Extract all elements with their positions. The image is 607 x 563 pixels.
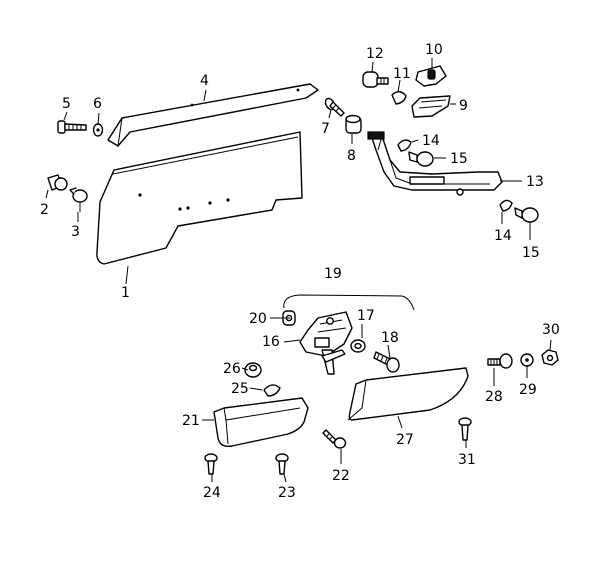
part-11-spacer xyxy=(391,91,407,105)
group-19-bracket xyxy=(283,294,415,311)
callout-11: 11 xyxy=(393,66,411,82)
callout-4: 4 xyxy=(200,73,209,89)
part-15-knob-upper xyxy=(408,151,434,167)
part-14-clip-lower xyxy=(499,199,513,212)
callout-labels: 1 2 3 4 5 6 7 8 9 10 11 12 13 14 14 15 1… xyxy=(40,42,560,501)
leader-lines xyxy=(45,58,552,483)
callout-29: 29 xyxy=(519,382,537,398)
callout-30: 30 xyxy=(542,322,560,338)
part-28-stud xyxy=(487,353,513,369)
callout-31: 31 xyxy=(458,452,476,468)
part-22-screw xyxy=(322,429,347,449)
part-24-screw xyxy=(204,453,218,475)
part-9-handle-pad xyxy=(411,95,451,118)
callout-27: 27 xyxy=(396,432,414,448)
callout-15-upper: 15 xyxy=(450,151,468,167)
callout-22: 22 xyxy=(332,468,350,484)
callout-6: 6 xyxy=(93,96,102,112)
part-13-armrest xyxy=(367,131,503,196)
callout-8: 8 xyxy=(347,148,356,164)
part-10-bracket xyxy=(415,65,447,87)
part-6-washer xyxy=(92,123,104,137)
callout-5: 5 xyxy=(62,96,71,112)
part-26-knob xyxy=(244,362,262,378)
part-12-bolt xyxy=(362,71,389,88)
part-21-map-pocket xyxy=(213,397,309,448)
callout-9: 9 xyxy=(459,98,468,114)
part-14-clip-upper xyxy=(397,139,412,152)
part-23-screw xyxy=(275,453,289,475)
callout-1: 1 xyxy=(121,285,130,301)
part-16-lock-mechanism xyxy=(299,311,353,375)
callout-25: 25 xyxy=(231,381,249,397)
part-2-clip xyxy=(47,174,68,191)
part-18-screw xyxy=(373,351,400,373)
callout-18: 18 xyxy=(381,330,399,346)
callout-14-lower: 14 xyxy=(494,228,512,244)
part-29-washer xyxy=(520,353,534,367)
part-31-screw xyxy=(458,417,472,441)
callout-10: 10 xyxy=(425,42,443,58)
part-7-screw xyxy=(324,97,345,117)
callout-28: 28 xyxy=(485,389,503,405)
part-3-clip xyxy=(69,187,88,212)
part-17-ring xyxy=(350,339,366,353)
part-25-clip xyxy=(263,384,281,397)
callout-23: 23 xyxy=(278,485,296,501)
callout-15-lower: 15 xyxy=(522,245,540,261)
part-30-nut xyxy=(541,349,559,366)
callout-20: 20 xyxy=(249,311,267,327)
part-8-plug xyxy=(345,114,362,134)
callout-14-upper: 14 xyxy=(422,133,440,149)
part-15-knob-lower xyxy=(514,207,539,223)
part-1-door-panel xyxy=(96,131,303,265)
part-5-screw xyxy=(57,120,87,134)
callout-12: 12 xyxy=(366,46,384,62)
callout-17: 17 xyxy=(357,308,375,324)
callout-24: 24 xyxy=(203,485,221,501)
callout-16: 16 xyxy=(262,334,280,350)
callout-19: 19 xyxy=(324,266,342,282)
callout-7: 7 xyxy=(321,121,330,137)
part-27-lower-trim xyxy=(347,367,469,421)
callout-21: 21 xyxy=(182,413,200,429)
callout-13: 13 xyxy=(526,174,544,190)
part-4-trim-strip xyxy=(107,83,319,147)
callout-26: 26 xyxy=(223,361,241,377)
callout-2: 2 xyxy=(40,202,49,218)
callout-3: 3 xyxy=(71,224,80,240)
